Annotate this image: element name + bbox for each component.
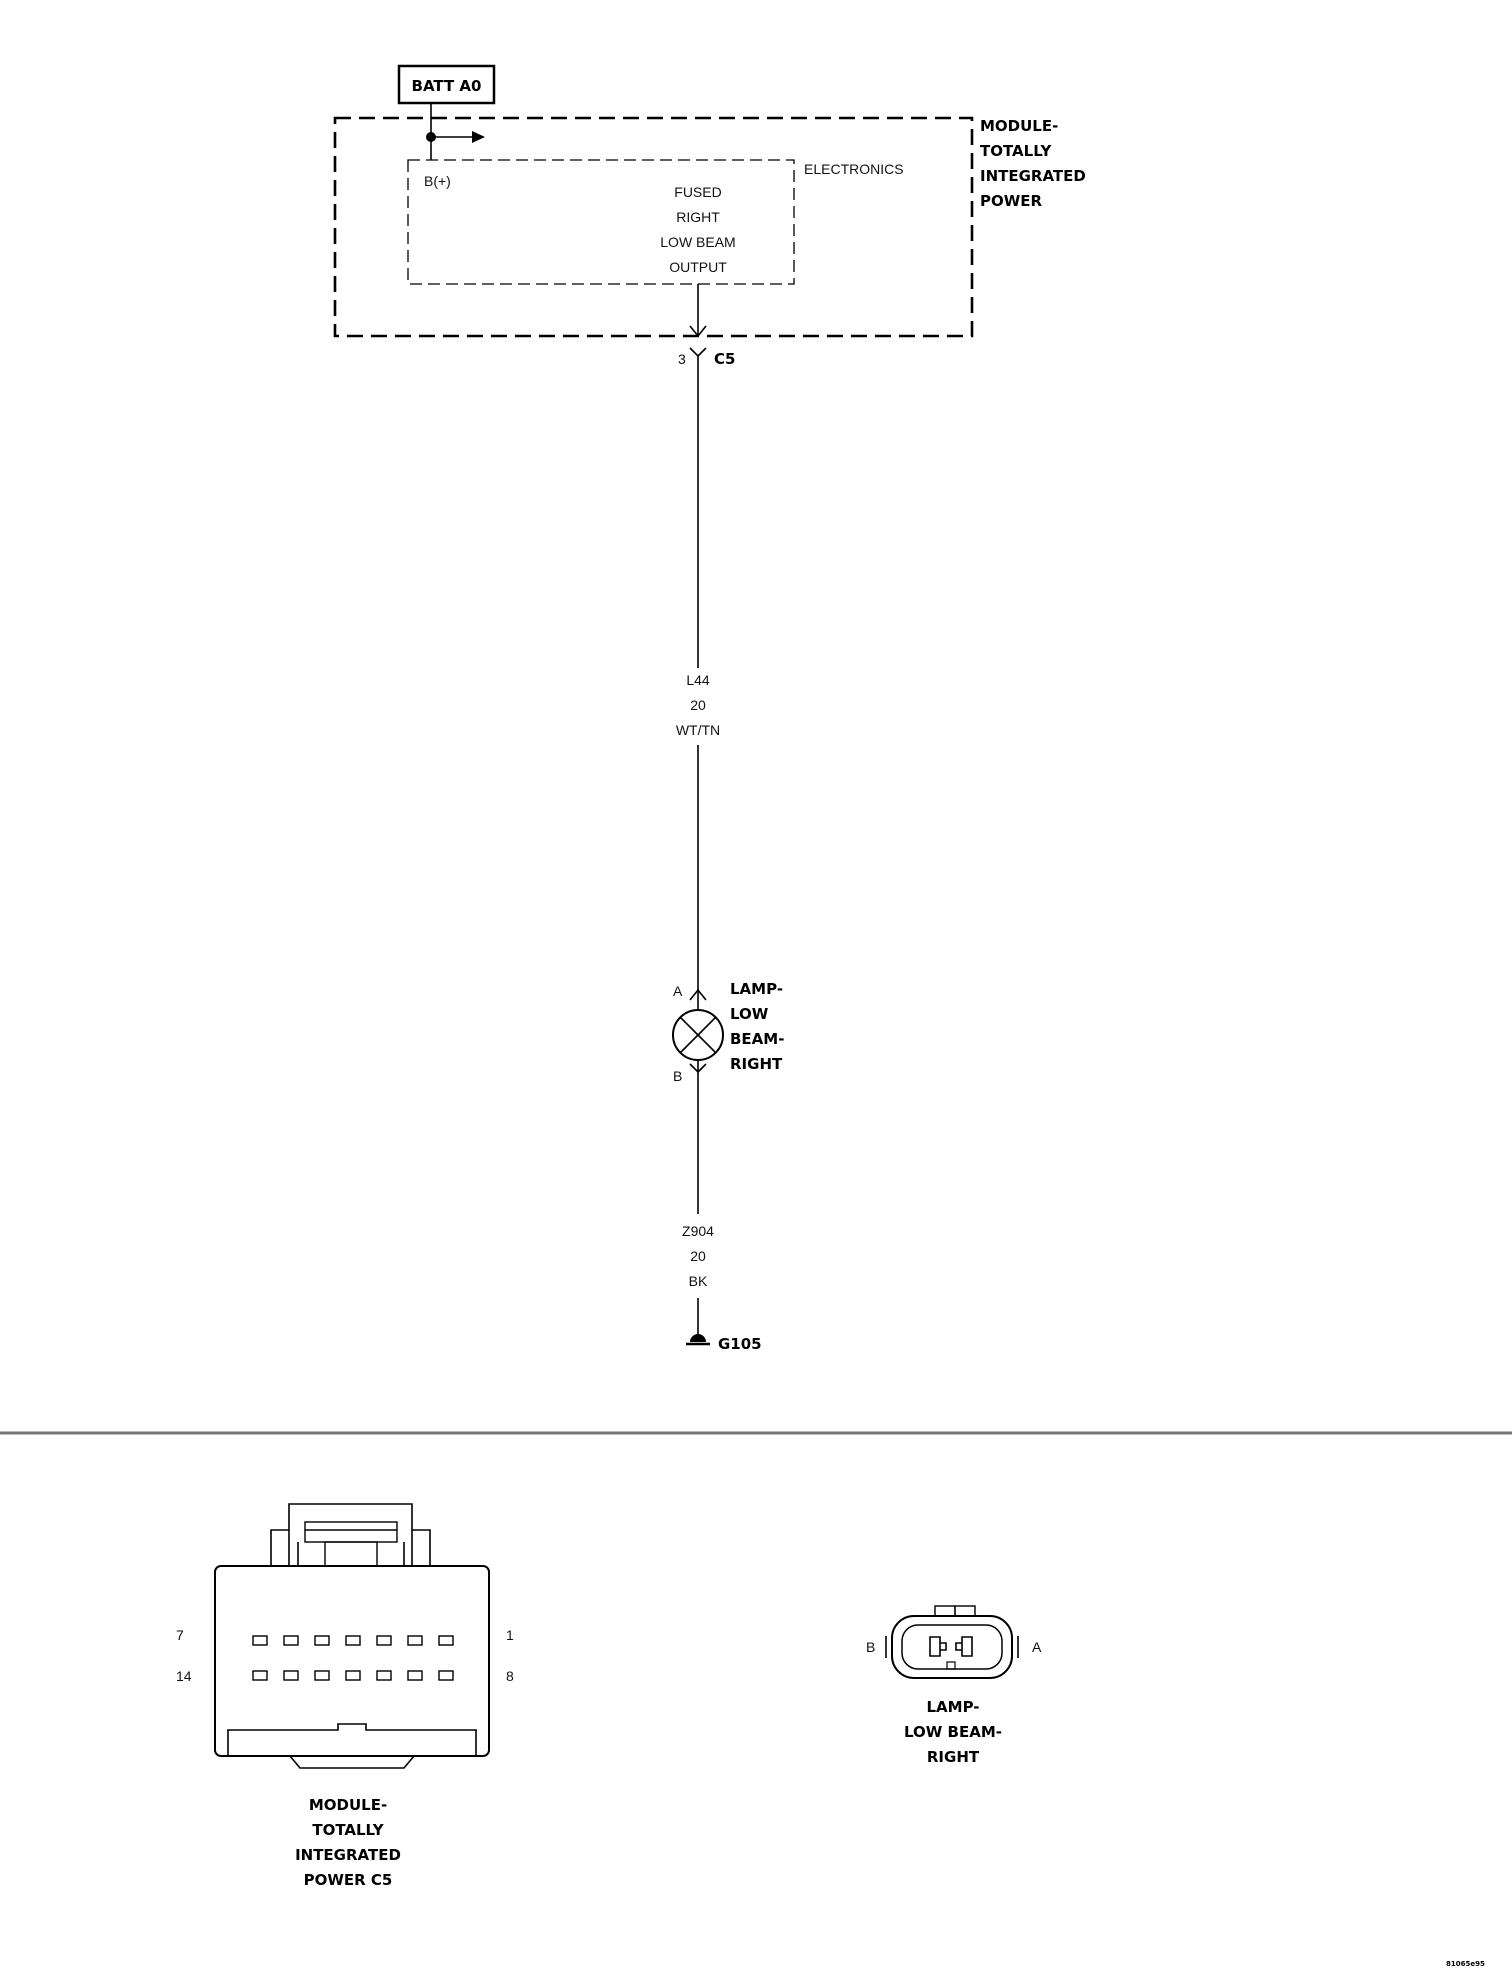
module-name-line-3: INTEGRATED bbox=[980, 167, 1086, 185]
output-label-line-1: FUSED bbox=[674, 184, 721, 200]
lamp-conn-terminal-a bbox=[955, 1636, 973, 1657]
c5-cavity-7 bbox=[252, 1635, 268, 1646]
c5-cavity-2 bbox=[407, 1635, 423, 1646]
lamp-name-line-4: RIGHT bbox=[730, 1055, 783, 1073]
lamp-view-name-line-2: LOW BEAM- bbox=[904, 1723, 1002, 1741]
lamp-view-name-line-3: RIGHT bbox=[927, 1748, 980, 1766]
c5-latch-left-ear bbox=[270, 1529, 289, 1566]
c5-cavity-9 bbox=[407, 1670, 423, 1681]
wire-l44-circuit: L44 bbox=[686, 672, 710, 688]
wire-z904-circuit: Z904 bbox=[682, 1223, 714, 1239]
connector-c5-symbol-icon bbox=[689, 347, 707, 358]
module-c5-connector-view: 7 14 1 8 MODULE- TOTALLY INTEGRATED POWE… bbox=[176, 1503, 514, 1889]
c5-body bbox=[214, 1565, 490, 1757]
module-name-line-2: TOTALLY bbox=[980, 142, 1052, 160]
lamp-conn-pin-a-label: A bbox=[1032, 1639, 1042, 1655]
batt-a0-box bbox=[397, 64, 496, 105]
output-label-line-2: RIGHT bbox=[676, 209, 720, 225]
batt-a0-label: BATT A0 bbox=[412, 77, 482, 95]
c5-cavity-11 bbox=[345, 1670, 361, 1681]
lamp-view-name-line-1: LAMP- bbox=[926, 1698, 979, 1716]
c5-cavity-10 bbox=[376, 1670, 392, 1681]
c5-bottom-key bbox=[227, 1723, 477, 1756]
lamp-conn-pin-b-label: B bbox=[866, 1639, 875, 1655]
c5-cavity-1 bbox=[438, 1635, 454, 1646]
c5-cavity-13 bbox=[283, 1670, 299, 1681]
c5-pin-label-1: 1 bbox=[506, 1627, 514, 1643]
lamp-pin-a-label: A bbox=[673, 983, 683, 999]
c5-cavity-14 bbox=[252, 1670, 268, 1681]
c5-latch-right-ear bbox=[412, 1529, 431, 1566]
electronics-label: ELECTRONICS bbox=[804, 161, 904, 177]
lamp-bulb-cross-b bbox=[679, 1016, 717, 1054]
c5-view-name-line-3: INTEGRATED bbox=[295, 1846, 401, 1864]
connector-c5-pin: 3 bbox=[678, 351, 686, 367]
c5-view-name-line-4: POWER C5 bbox=[304, 1871, 393, 1889]
wire-z904-color: BK bbox=[689, 1273, 708, 1289]
ground-name: G105 bbox=[718, 1335, 762, 1353]
module-outline bbox=[333, 116, 974, 338]
module-tipm: MODULE- TOTALLY INTEGRATED POWER ELECTRO… bbox=[333, 116, 1086, 338]
input-b-plus-label: B(+) bbox=[424, 173, 451, 189]
module-name-line-4: POWER bbox=[980, 192, 1043, 210]
wire-z904: Z904 20 BK bbox=[682, 1072, 714, 1334]
lamp-name-line-2: LOW bbox=[730, 1005, 769, 1023]
output-arrow-icon bbox=[689, 325, 707, 338]
c5-cavity-3 bbox=[376, 1635, 392, 1646]
c5-view-name-line-1: MODULE- bbox=[309, 1796, 387, 1814]
wire-z904-gauge: 20 bbox=[690, 1248, 706, 1264]
lamp-connector-view: B A LAMP- LOW BEAM- RIGHT bbox=[866, 1605, 1042, 1766]
wire-l44-gauge: 20 bbox=[690, 697, 706, 713]
connector-c5-name: C5 bbox=[714, 350, 735, 368]
connector-c5: 3 C5 bbox=[678, 347, 735, 368]
lamp-name-line-3: BEAM- bbox=[730, 1030, 784, 1048]
c5-latch-outer bbox=[288, 1503, 413, 1566]
c5-pin-label-8: 8 bbox=[506, 1668, 514, 1684]
c5-pin-label-14: 14 bbox=[176, 1668, 192, 1684]
ground-g105: G105 bbox=[686, 1334, 762, 1353]
c5-view-name-line-2: TOTALLY bbox=[312, 1821, 384, 1839]
wire-l44: L44 20 WT/TN bbox=[676, 356, 720, 990]
c5-cavity-12 bbox=[314, 1670, 330, 1681]
ground-icon bbox=[690, 1334, 706, 1342]
lamp-low-beam-right: A B LAMP- LOW BEAM- RIGHT bbox=[672, 980, 784, 1084]
c5-cavity-6 bbox=[283, 1635, 299, 1646]
c5-latch-tab bbox=[324, 1541, 378, 1567]
lamp-conn-key bbox=[946, 1661, 956, 1670]
figure-id: 81065e95 bbox=[1446, 1960, 1485, 1968]
lamp-conn-terminal-b bbox=[929, 1636, 947, 1657]
module-name-line-1: MODULE- bbox=[980, 117, 1058, 135]
c5-latch-slot bbox=[304, 1521, 398, 1543]
lamp-name-line-1: LAMP- bbox=[730, 980, 783, 998]
wire-l44-color: WT/TN bbox=[676, 722, 720, 738]
output-label-line-3: LOW BEAM bbox=[660, 234, 735, 250]
c5-cavity-4 bbox=[345, 1635, 361, 1646]
lamp-pin-b-label: B bbox=[673, 1068, 682, 1084]
batt-a0-source: BATT A0 bbox=[397, 64, 496, 160]
c5-cavity-5 bbox=[314, 1635, 330, 1646]
electronics-outline bbox=[407, 159, 795, 285]
c5-pin-label-7: 7 bbox=[176, 1627, 184, 1643]
c5-bottom-lock bbox=[289, 1755, 415, 1769]
batt-arrow-icon bbox=[472, 131, 485, 143]
c5-cavity-8 bbox=[438, 1670, 454, 1681]
output-label-line-4: OUTPUT bbox=[669, 259, 727, 275]
